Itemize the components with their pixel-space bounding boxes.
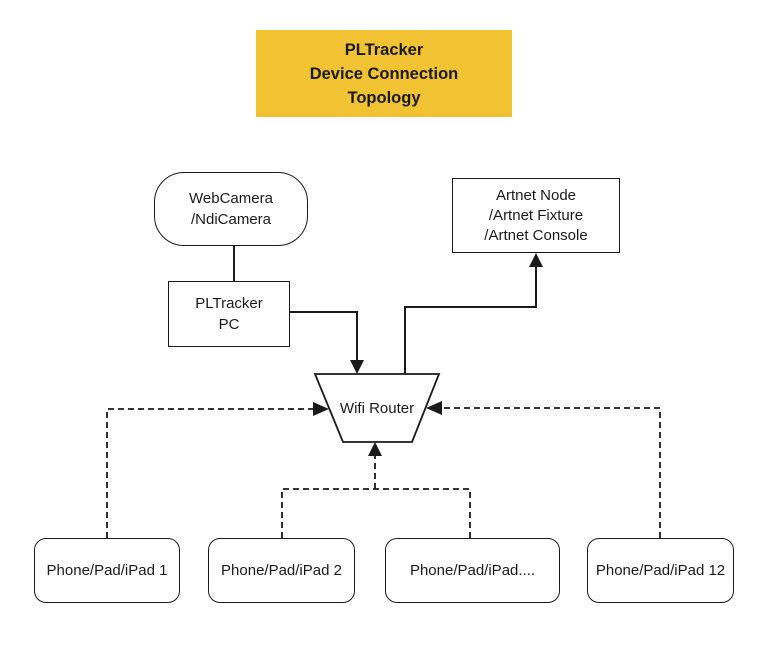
phone4-node: Phone/Pad/iPad 12 — [587, 538, 734, 603]
pltracker-pc-node: PLTracker PC — [168, 281, 290, 347]
webcamera-line-1: WebCamera — [189, 190, 273, 207]
arrowhead-pc-to-router — [350, 360, 364, 374]
connector-phone1-to-router — [106, 408, 313, 538]
phone4-label: Phone/Pad/iPad 12 — [595, 561, 726, 579]
connector-phone2-phone3-bus — [281, 488, 471, 538]
phone3-label: Phone/Pad/iPad.... — [409, 561, 536, 579]
connector-phone4-to-router — [442, 407, 661, 538]
title-line-2: Device Connection — [309, 64, 459, 83]
pc-line-2: PC — [218, 316, 240, 333]
arrowhead-router-to-artnet — [529, 253, 543, 267]
pc-line-1: PLTracker — [195, 295, 263, 312]
artnet-node: Artnet Node /Artnet Fixture /Artnet Cons… — [452, 178, 620, 253]
webcamera-node: WebCamera /NdiCamera — [154, 172, 308, 246]
artnet-line-3: /Artnet Console — [484, 226, 588, 244]
webcamera-line-2: /NdiCamera — [190, 211, 272, 228]
title-line-1: PLTracker — [344, 40, 424, 59]
connector-pc-to-router — [290, 311, 358, 360]
arrowhead-bus-to-router — [368, 442, 382, 456]
artnet-line-1: Artnet Node — [495, 186, 577, 204]
phone2-node: Phone/Pad/iPad 2 — [208, 538, 355, 603]
artnet-line-2: /Artnet Fixture — [488, 206, 584, 224]
wifi-router-shape — [313, 373, 441, 443]
phone1-node: Phone/Pad/iPad 1 — [34, 538, 180, 603]
arrowhead-phone4-to-router — [426, 401, 442, 415]
title-line-3: Topology — [347, 88, 421, 107]
connector-router-to-artnet — [404, 267, 537, 374]
phone2-label: Phone/Pad/iPad 2 — [221, 561, 342, 579]
phone1-label: Phone/Pad/iPad 1 — [46, 561, 168, 579]
title-box: PLTracker Device Connection Topology — [256, 30, 512, 117]
wifi-router-label: Wifi Router — [339, 400, 415, 417]
phone3-node: Phone/Pad/iPad.... — [385, 538, 560, 603]
arrowhead-phone1-to-router — [313, 402, 329, 416]
